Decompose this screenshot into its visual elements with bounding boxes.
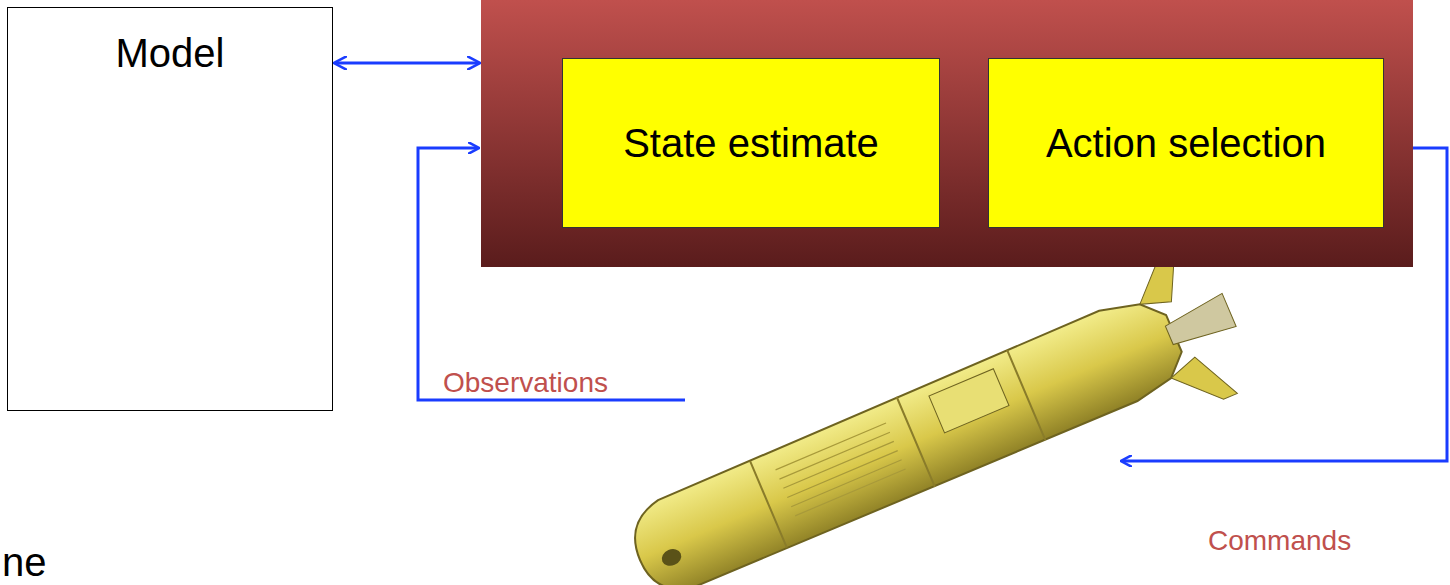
- signal-label: Commands: [1208, 525, 1351, 557]
- auv-illustration: [609, 236, 1261, 585]
- text-fragment: ne: [2, 540, 47, 585]
- model-box: Model: [7, 7, 333, 411]
- signal-label: Observations: [443, 367, 608, 399]
- process-box: State estimate: [562, 58, 940, 228]
- node-label: State estimate: [623, 120, 879, 166]
- system-box: State estimate Action selection: [481, 0, 1413, 267]
- node-label: Model: [116, 30, 225, 76]
- node-label: Action selection: [1046, 120, 1326, 166]
- connector-arrow: [335, 62, 479, 65]
- process-box: Action selection: [988, 58, 1384, 228]
